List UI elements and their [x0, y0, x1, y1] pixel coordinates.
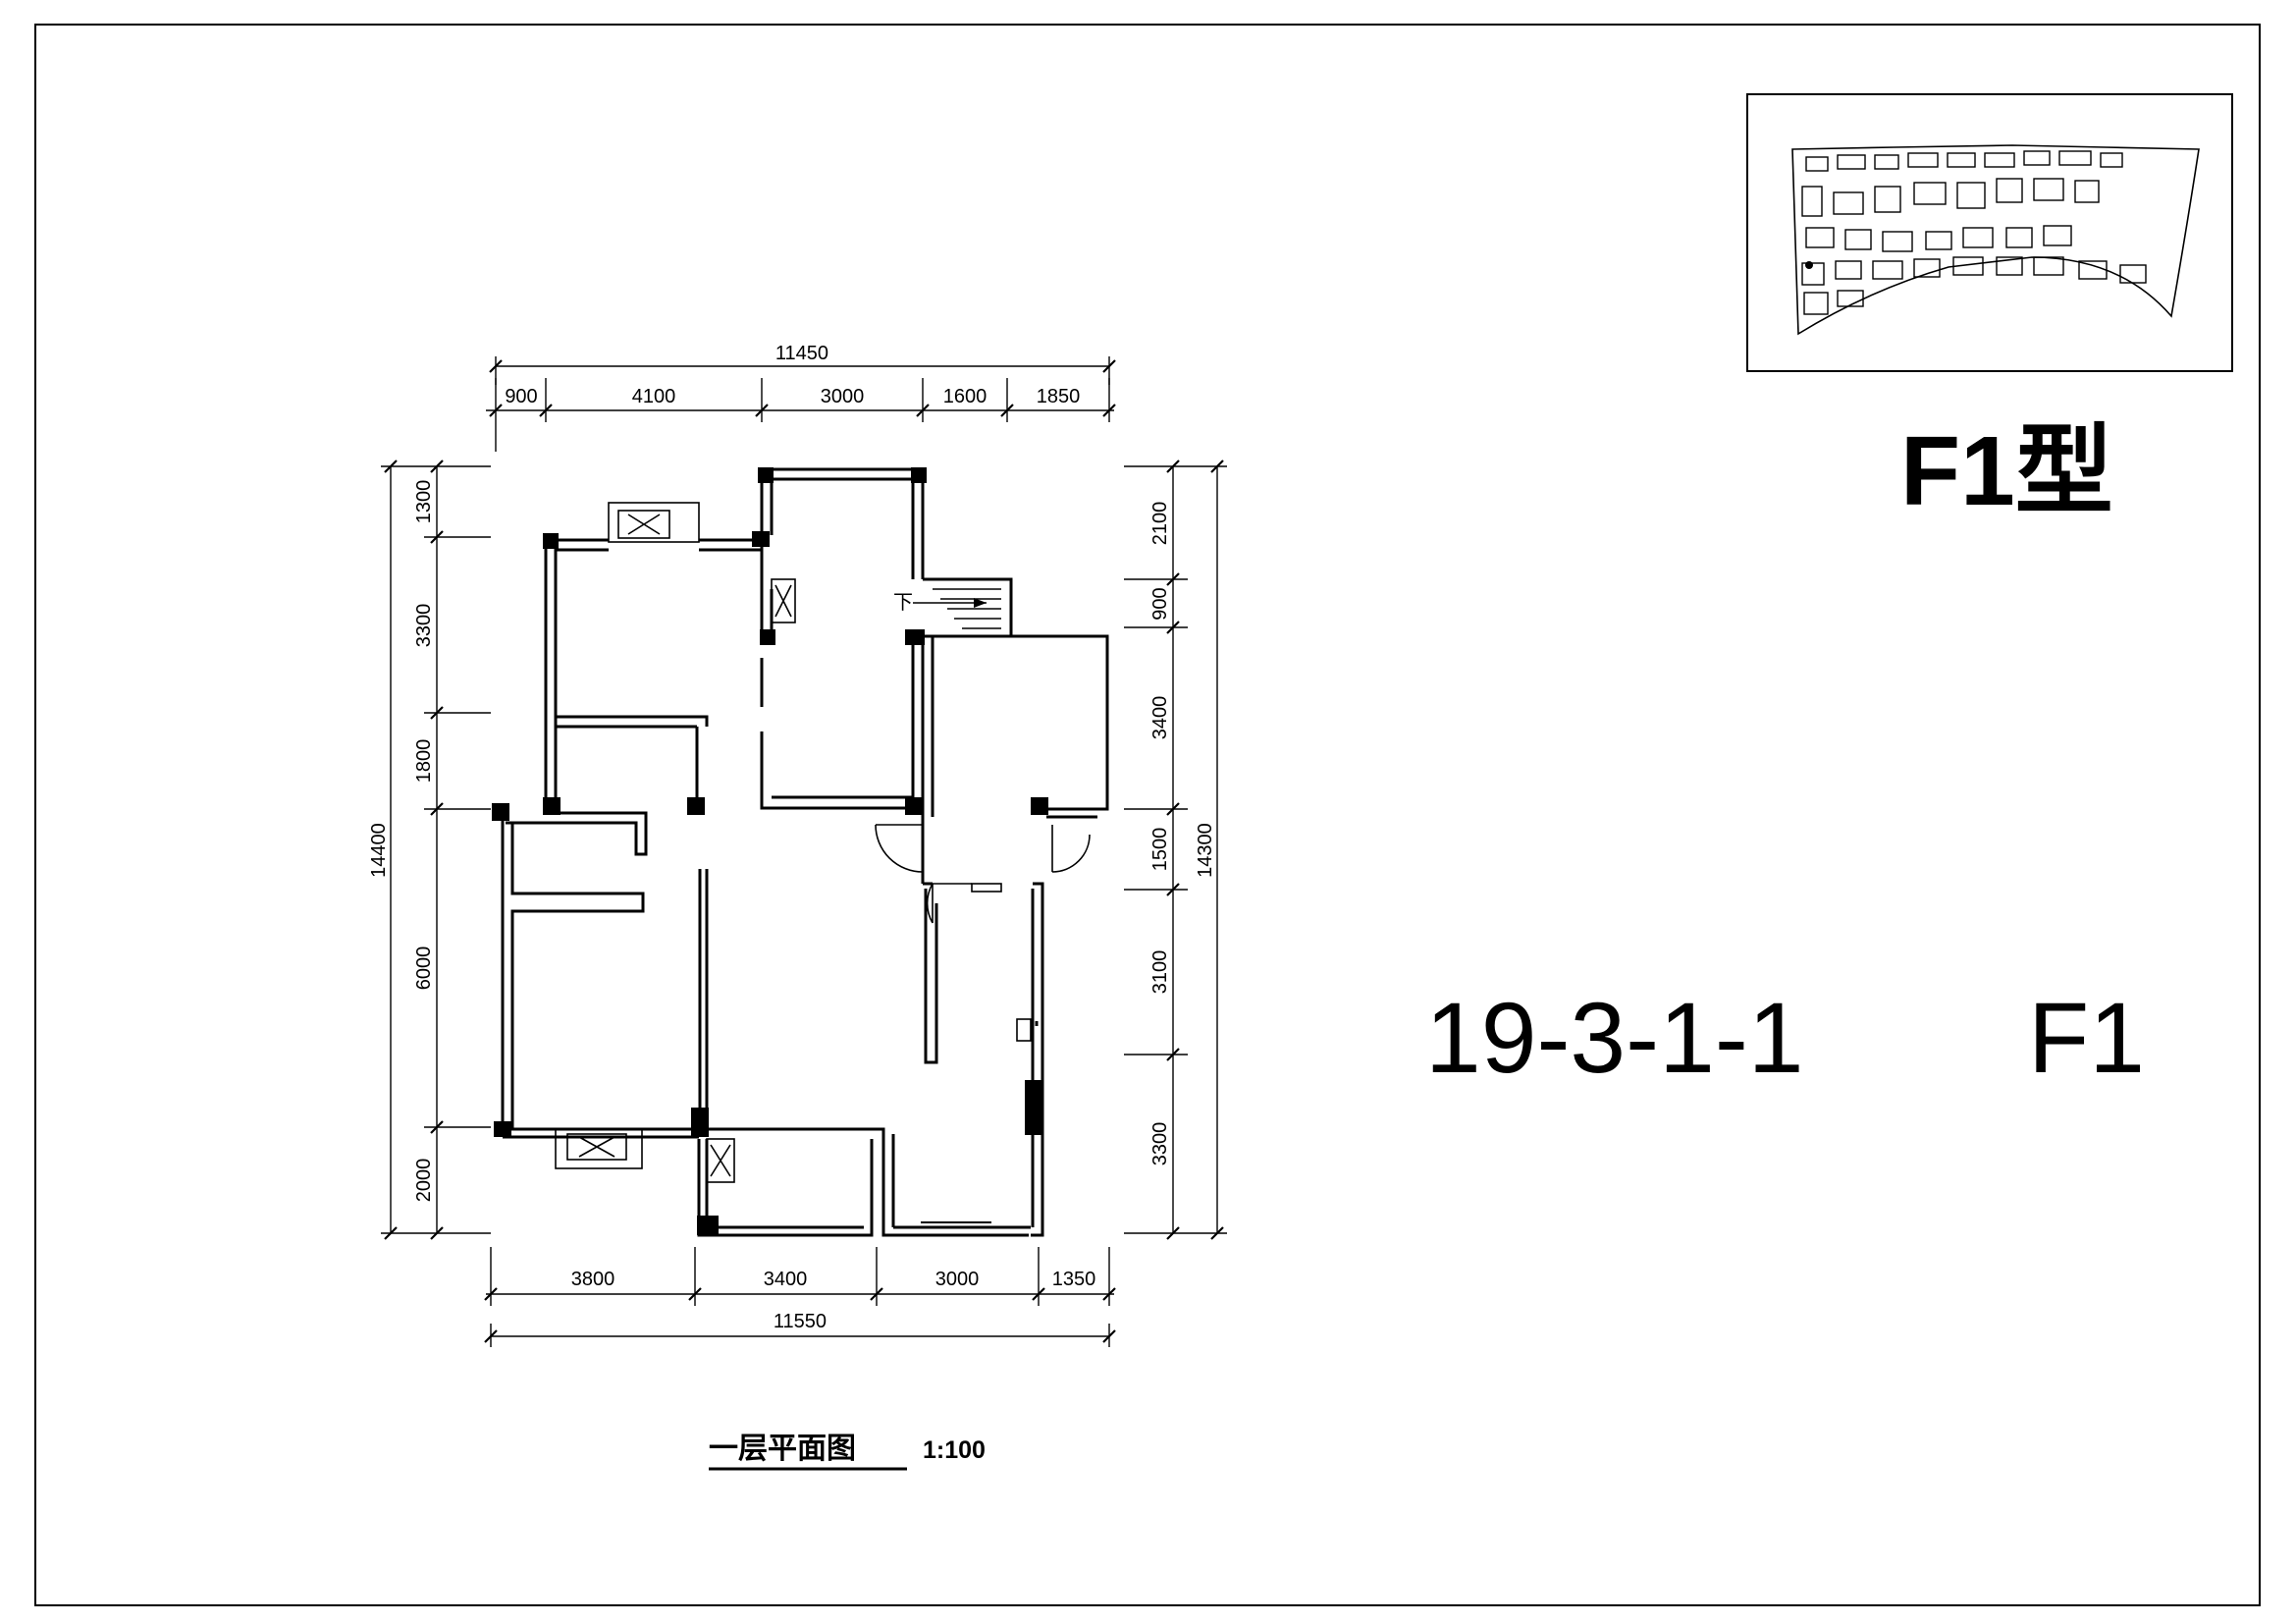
dim-top-seg: 4100	[632, 386, 676, 407]
key-plan	[1746, 93, 2233, 372]
stair-arrow-head-icon	[974, 598, 987, 608]
ac-unit-icon	[706, 1138, 735, 1183]
dim-top-seg: 900	[505, 386, 537, 407]
dim-right-seg: 2100	[1149, 502, 1171, 546]
dim-right-seg: 3400	[1149, 696, 1171, 740]
plan-title: 一层平面图	[709, 1433, 856, 1465]
ac-unit-icon	[771, 578, 796, 623]
dim-left-seg: 3300	[413, 604, 435, 648]
dim-right-seg: 3100	[1149, 950, 1171, 995]
dim-top-seg: 1600	[943, 386, 988, 407]
sheet-border	[34, 24, 2261, 1606]
dim-top-total: 11450	[775, 343, 828, 364]
plan-scale: 1:100	[923, 1436, 986, 1464]
dim-left-seg: 6000	[413, 947, 435, 991]
window-units	[555, 502, 1032, 1183]
dimension-labels: 11450 900 4100 3000 1600 1850 3800 3400 …	[368, 343, 1216, 1332]
dim-top-seg: 1850	[1037, 386, 1081, 407]
dim-top-seg: 3000	[821, 386, 865, 407]
dim-left-seg: 1800	[413, 739, 435, 784]
dim-right-seg: 900	[1149, 587, 1171, 620]
stair-down-label: 下	[893, 592, 913, 614]
dim-bottom-seg: 1350	[1052, 1269, 1096, 1290]
dim-bottom-seg: 3400	[764, 1269, 808, 1290]
ac-unit-icon	[608, 502, 700, 543]
type-title: F1型	[1900, 416, 2113, 526]
site-outline-icon	[1791, 144, 2200, 336]
floor-plan: 下	[492, 467, 1109, 1237]
doors	[875, 824, 1091, 924]
dim-left-total: 14400	[368, 823, 390, 878]
dim-right-seg: 3300	[1149, 1122, 1171, 1166]
unit-code: 19-3-1-1	[1425, 982, 1804, 1094]
unit-type: F1	[2028, 982, 2145, 1094]
dim-left-seg: 1300	[413, 480, 435, 524]
dim-bottom-total: 11550	[774, 1311, 827, 1332]
site-location-marker-icon	[1805, 261, 1813, 269]
key-plan-frame	[1746, 93, 2233, 372]
dimension-lines	[381, 356, 1227, 1347]
dim-left-seg: 2000	[413, 1159, 435, 1203]
dim-right-total: 14300	[1195, 823, 1216, 878]
structural-columns	[492, 467, 1048, 1235]
dim-bottom-seg: 3800	[571, 1269, 615, 1290]
ac-unit-icon	[555, 1128, 643, 1169]
walls	[501, 467, 1109, 1237]
dim-right-seg: 1500	[1149, 828, 1171, 872]
dim-bottom-seg: 3000	[935, 1269, 980, 1290]
site-buildings-icon	[1801, 150, 2147, 315]
